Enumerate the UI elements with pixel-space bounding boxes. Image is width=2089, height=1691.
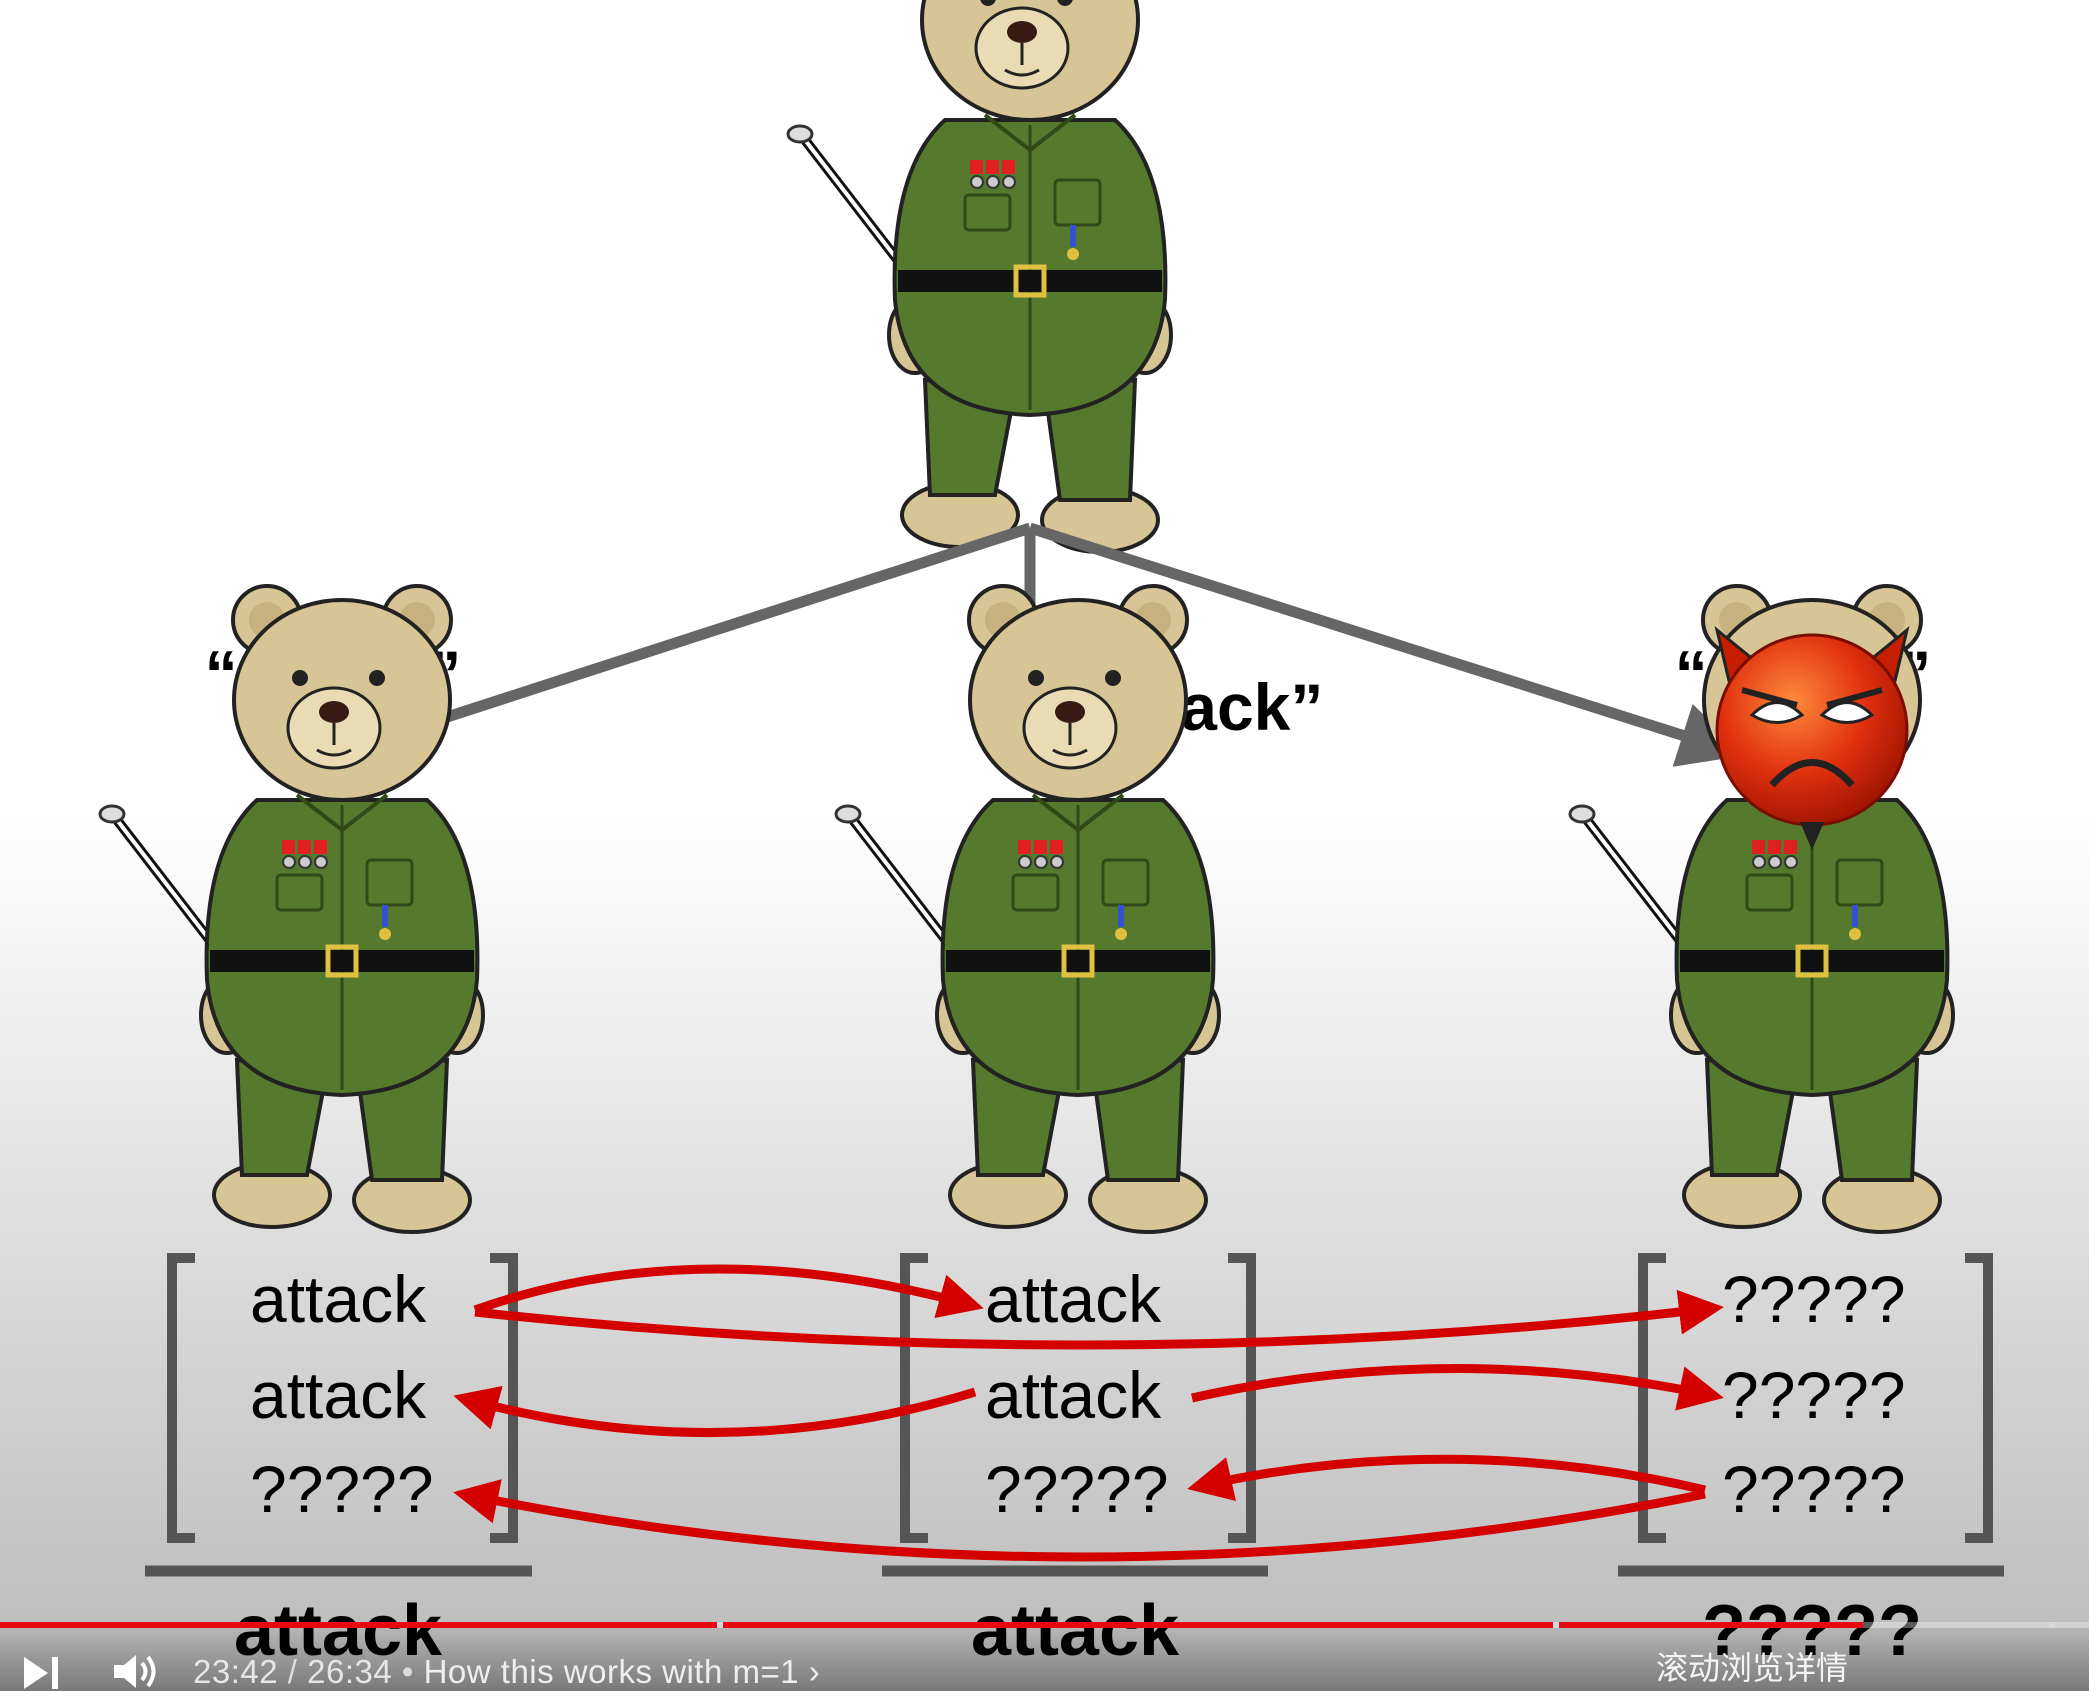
bracket-left-open — [167, 1253, 195, 1543]
vote-brackets — [167, 1253, 1993, 1543]
chevron-right-icon: › — [799, 1653, 821, 1690]
progress-bar[interactable] — [0, 1622, 2089, 1628]
arrow-right-to-left — [453, 1479, 1706, 1562]
bracket-center-close — [1228, 1253, 1256, 1543]
list-left-item-3: ????? — [250, 1452, 434, 1526]
result-right: ????? — [1702, 1591, 1922, 1671]
scroll-for-details-button[interactable]: 滚动浏览详情 — [1656, 1649, 1849, 1687]
arrow-right-to-center — [1187, 1454, 1707, 1502]
list-left-item-1: attack — [250, 1262, 427, 1336]
arrow-left-to-center — [473, 1264, 984, 1319]
duration: 26:34 — [307, 1653, 393, 1690]
chapter-marker — [2049, 1622, 2055, 1628]
chapter-title-link[interactable]: How this works with m=1 › — [424, 1653, 821, 1690]
list-right-item-3: ????? — [1722, 1452, 1906, 1526]
result-left: attack — [234, 1591, 443, 1671]
current-time: 23:42 — [193, 1653, 279, 1690]
play-next-icon[interactable] — [22, 1655, 62, 1691]
list-center-item-2: attack — [985, 1358, 1162, 1432]
exchange-arrows — [453, 1264, 1724, 1562]
arrow-center-to-left — [453, 1385, 977, 1438]
list-right-item-2: ????? — [1722, 1358, 1906, 1432]
chapter-bullet: • — [392, 1653, 424, 1690]
bracket-right-close — [1965, 1253, 1993, 1543]
list-left-item-2: attack — [250, 1358, 427, 1432]
volume-icon[interactable] — [112, 1652, 160, 1691]
bracket-left-close — [490, 1253, 518, 1543]
list-center-item-3: ????? — [985, 1452, 1169, 1526]
time-separator: / — [278, 1653, 308, 1690]
chapter-marker — [717, 1622, 723, 1628]
progress-bar-fill — [0, 1622, 1864, 1628]
arrow-center-to-right — [1191, 1364, 1724, 1411]
player-controls — [0, 1620, 2089, 1691]
arrow-left-to-right — [474, 1289, 1724, 1350]
chapter-title: How this works with m=1 — [423, 1653, 800, 1690]
list-right-item-1: ????? — [1722, 1262, 1906, 1336]
result-center: attack — [971, 1591, 1180, 1671]
time-display: 23:42 / 26:34 • How this works with m=1 … — [193, 1653, 820, 1691]
list-center-item-1: attack — [985, 1262, 1162, 1336]
chapter-marker — [1553, 1622, 1559, 1628]
bracket-right-open — [1638, 1253, 1666, 1543]
bracket-center-open — [900, 1253, 928, 1543]
devil-face-icon — [1714, 626, 1910, 850]
command-arrow-right — [1028, 522, 1746, 767]
traitor-bear-right — [1570, 586, 1953, 1232]
